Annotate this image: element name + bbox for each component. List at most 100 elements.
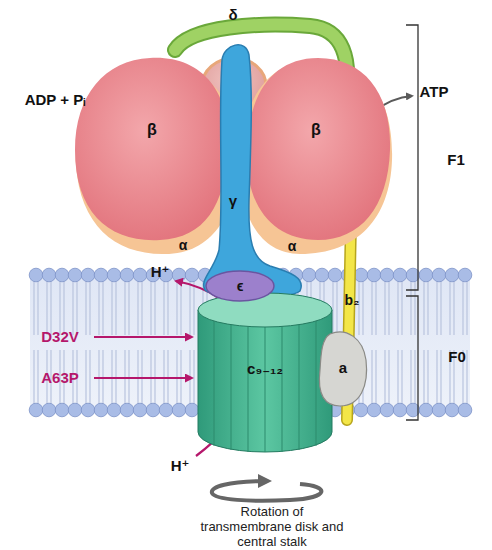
lipid-head [172,403,186,417]
lipid-tail [89,280,90,335]
lipid-tail [63,280,64,335]
proton-label: H⁺ [171,457,190,474]
lipid-tail [163,280,164,335]
lipid-tail [59,280,60,335]
lipid-head [380,403,394,417]
lipid-tail [414,280,415,335]
lipid-head [432,403,446,417]
lipid-tail [436,280,437,335]
lipid-tail [33,280,34,335]
subunit-label: γ [229,193,237,208]
mutation-label: A63P [41,369,79,386]
lipid-head [445,268,459,282]
lipid-tail [150,280,151,335]
lipid-tail [423,350,424,404]
lipid-tail [401,350,402,404]
lipid-tail [371,350,372,404]
shape-part [240,60,392,254]
lipid-tail [167,280,168,335]
lipid-tail [98,280,99,335]
lipid-head [68,268,82,282]
lipid-tail [111,280,112,335]
rotation-arrow [212,481,322,501]
lipid-tail [375,350,376,404]
lipid-tail [427,280,428,335]
lipid-head [120,268,134,282]
lipid-head [380,268,394,282]
domain-label: F0 [448,348,466,365]
lipid-head [107,403,121,417]
subunit-label: c₉₋₁₂ [247,361,283,376]
subunit-label: β [147,122,157,138]
shape-part [214,318,316,452]
shape-part [198,310,332,452]
subunit-label: α [288,239,297,253]
lipid-head [120,403,134,417]
lipid-head [302,268,316,282]
lipid-head [55,403,69,417]
lipid-tail [440,350,441,404]
lipid-head [458,268,472,282]
lipid-head [419,268,433,282]
lipid-head [367,403,381,417]
lipid-tail [427,350,428,404]
subunit-label: δ [228,7,237,22]
shape-part [76,62,238,254]
lipid-tail [410,350,411,404]
a-subunit: a [316,326,370,410]
shape-part [204,45,302,298]
shape-part [319,332,366,406]
lipid-head [94,403,108,417]
lipid-head [107,268,121,282]
lipid-head [354,268,368,282]
lipid-tail [115,280,116,335]
lipid-tail [332,280,333,335]
lipid-tail [124,280,125,335]
shape-part [247,58,390,240]
lipid-head [393,268,407,282]
lipid-tail [137,280,138,335]
lipid-tail [397,350,398,404]
lipid-tail [388,280,389,335]
f0-bracket [406,296,418,420]
rotation-caption: Rotation of transmembrane disk and centr… [197,505,347,550]
lipid-head [159,403,173,417]
lipid-tail [85,350,86,404]
lipid-tail [76,280,77,335]
lipid-tail [414,350,415,404]
domain-label: F1 [447,151,465,168]
lipid-tail [375,280,376,335]
lipid-tail [436,350,437,404]
lipid-head [133,268,147,282]
proton-label: H⁺ [151,263,170,280]
lipid-tail [336,280,337,335]
shape-part [206,271,274,301]
lipid-tail [397,280,398,335]
lipid-head [29,268,43,282]
lipid-tail [193,280,194,335]
lipid-head [432,268,446,282]
lipid-head [185,268,199,282]
beta-subunit-outline [243,55,395,250]
subunit-label: a [339,360,347,375]
lipid-head [315,268,329,282]
mutation-arrow [94,336,192,338]
lipid-head [81,403,95,417]
lipid-tail [449,280,450,335]
f1-bracket [406,25,418,290]
subunit-label: b₂ [345,293,360,307]
lipid-tail [423,280,424,335]
lipid-head [42,268,56,282]
lipid-tail [154,280,155,335]
lipid-head [367,268,381,282]
mutation-arrow [94,377,192,379]
lipid-tail [466,280,467,335]
lipid-tail [401,280,402,335]
beta-subunit-outline [70,55,235,250]
shape-part [198,293,332,327]
gamma-subunit-outline [195,38,310,302]
lipid-head [81,268,95,282]
substrate-label: ADP + Pᵢ [25,91,86,108]
